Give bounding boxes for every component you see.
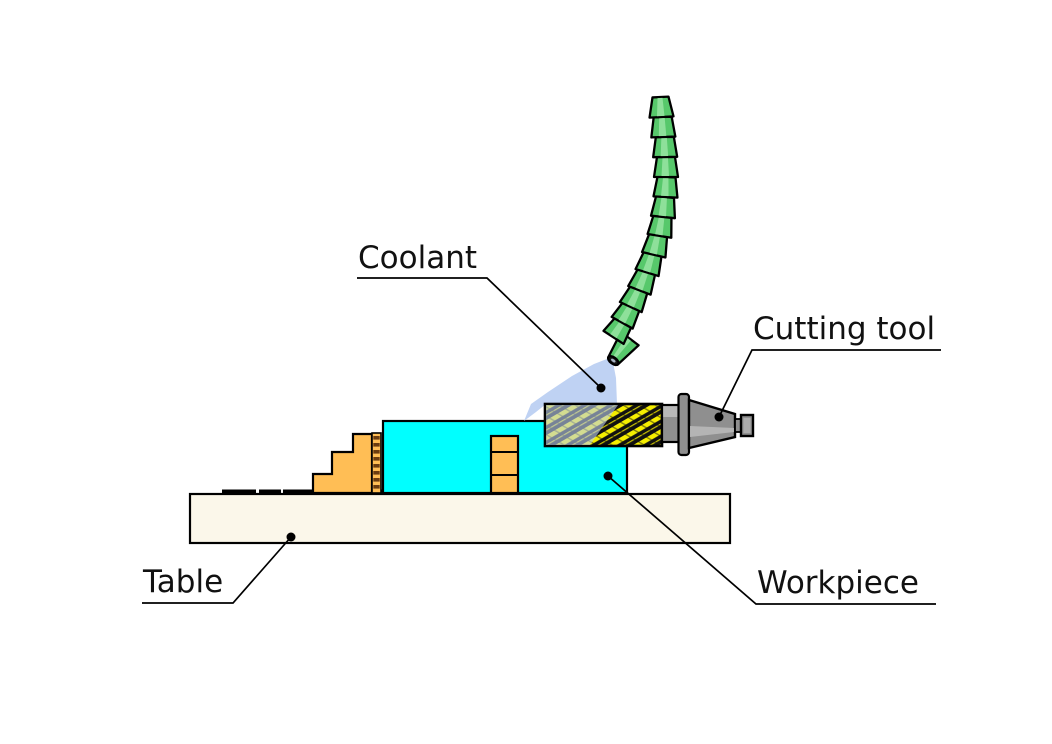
- coolant-leader-dot: [596, 383, 606, 393]
- cutting-tool-label: Cutting tool: [753, 311, 936, 347]
- coolant-wet-area: [546, 405, 618, 445]
- coolant-hose: [602, 95, 680, 367]
- coolant-leader-line: [357, 277, 602, 389]
- step-clamp-block: [311, 432, 374, 495]
- workpiece-leader-dot: [603, 471, 613, 481]
- workpiece-label: Workpiece: [757, 565, 919, 601]
- pull-stud: [734, 413, 755, 438]
- holder-flange: [677, 392, 691, 457]
- serrated-jaw: [371, 432, 382, 494]
- coolant-label: Coolant: [358, 240, 477, 276]
- cutting-tool-leader-line: [718, 349, 941, 418]
- tool-shank: [660, 403, 682, 444]
- table-shape: [188, 492, 732, 545]
- coolant-spray: [524, 357, 617, 421]
- cutting-tool-leader-dot: [714, 412, 724, 422]
- table-label: Table: [143, 564, 224, 600]
- holder-cone: [687, 398, 737, 450]
- coolant-nozzle: [606, 330, 640, 367]
- support-column: [489, 434, 520, 495]
- table-leader-line: [142, 536, 292, 604]
- table-leader-dot: [286, 532, 296, 542]
- workpiece-leader-line: [607, 475, 936, 605]
